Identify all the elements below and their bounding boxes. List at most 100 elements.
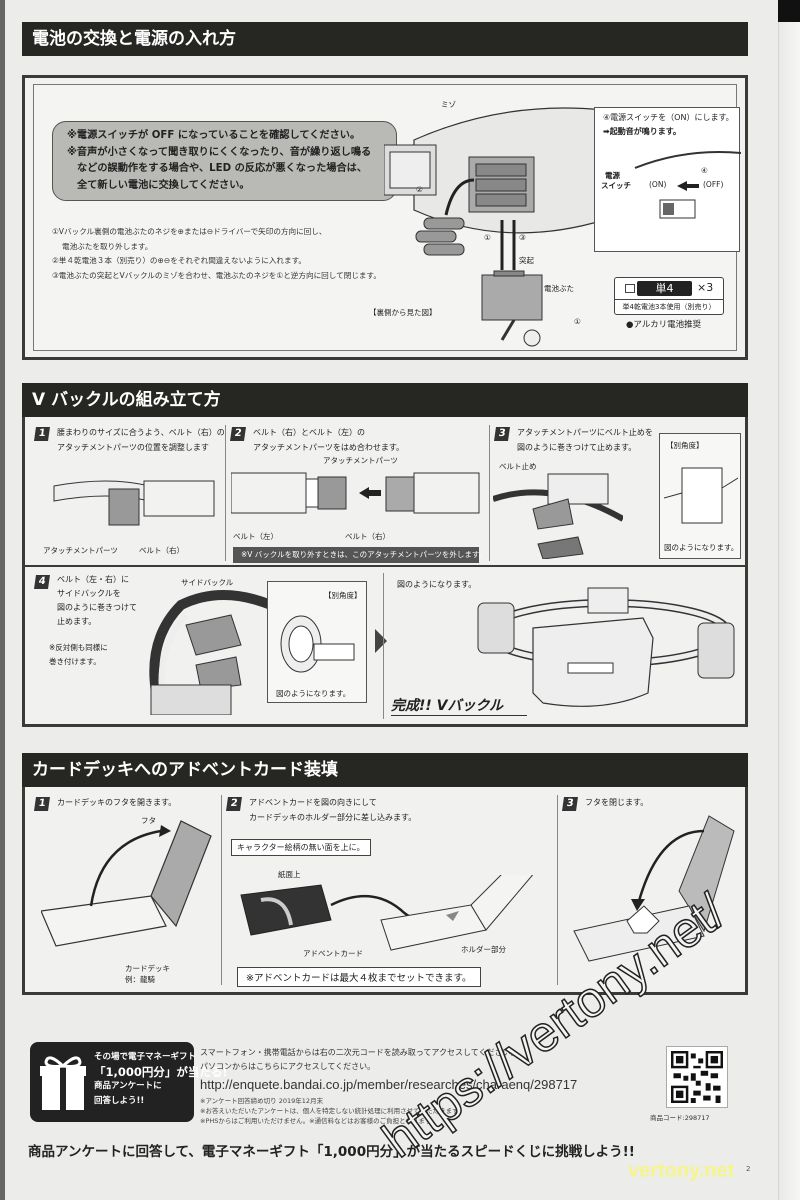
- label-step2-mark: ②: [416, 185, 423, 194]
- label-step3-mark: ③: [519, 233, 526, 242]
- step-text: ベルト（右）とベルト（左）の アタッチメントパーツをはめ合わせます。: [253, 425, 404, 455]
- label-belt-right: ベルト（右）: [139, 546, 184, 555]
- detach-note: ※V バックルを取り外すときは、このアタッチメントパーツを外します。: [233, 547, 486, 563]
- watermark-corner: vertony.net: [628, 1160, 735, 1182]
- next-arrow-icon: [375, 629, 387, 653]
- gift-line: 回答しよう!!: [94, 1095, 145, 1106]
- label-groove: ミゾ: [441, 100, 456, 109]
- label-line: カードデッキ: [125, 964, 170, 973]
- label-holder: ホルダー部分: [461, 945, 506, 954]
- step-text-line: ベルト（左・右）に: [57, 575, 129, 584]
- step-text-line: カードデッキのホルダー部分に差し込みます。: [249, 813, 417, 822]
- step-text-line: アドベントカードを図の向きにして: [249, 798, 377, 807]
- survey-phs-note: ※PHSからはご利用いただけません。※通信料などはお客様のご負担となります。: [200, 1117, 438, 1125]
- switch-label: 電源: [605, 171, 620, 180]
- row-divider: [25, 565, 745, 567]
- warning-box: ※電源スイッチが OFF になっていることを確認してください。 ※音声が小さくな…: [52, 121, 397, 201]
- step-number: 1: [34, 427, 50, 441]
- survey-privacy-note: ※お答えいただいたアンケートは、個人を特定しない統計処理に利用させていただきます…: [200, 1107, 465, 1115]
- belt-stop-alt-illustration: [664, 467, 738, 524]
- inset-caption: 図のようになります。: [276, 689, 351, 698]
- label-belt-left: ベルト（左）: [233, 532, 278, 541]
- card-limit-note: ※アドベントカードは最大４枚までセットできます。: [237, 967, 481, 987]
- step-text: ③電池ぶたの突起とVバックルのミゾを合わせ、電池ぶたのネジを①と逆方向に回して閉…: [52, 270, 381, 280]
- step-number: 2: [226, 797, 242, 811]
- battery-type: 単4: [637, 281, 692, 296]
- label-step1-screw: ①: [574, 317, 581, 326]
- alkaline-recommend: ●アルカリ電池推奨: [626, 320, 702, 330]
- battery-count: ×3: [697, 281, 714, 294]
- label-back-view: 【裏側から見た図】: [369, 308, 437, 317]
- section-title-battery: 電池の交換と電源の入れ方: [22, 22, 748, 56]
- inset-title: 【別角度】: [666, 441, 704, 450]
- section-battery: ※電源スイッチが OFF になっていることを確認してください。 ※音声が小さくな…: [22, 75, 748, 360]
- switch-instruction: ④電源スイッチを（ON）にします。: [603, 113, 734, 122]
- complete-caption: 完成!! Vバックル: [391, 695, 528, 716]
- label-card-deck: カードデッキ 例：龍騎: [125, 963, 170, 985]
- product-code: 商品コード:298717: [650, 1114, 710, 1122]
- page-number: 2: [746, 1165, 751, 1173]
- inset-caption: 図のようになります。: [664, 543, 739, 552]
- assembly-step-3: 3 アタッチメントパーツにベルト止めを 図のように巻きつけて止めます。 ベルト止…: [491, 421, 745, 566]
- qr-code[interactable]: [666, 1046, 728, 1108]
- step-text-line: 止めます。: [57, 617, 97, 626]
- step-text-line: 図のように巻きつけて: [57, 603, 137, 612]
- inset-alt-angle: 【別角度】 図のようになります。: [659, 433, 741, 559]
- section-title-assembly: V バックルの組み立て方: [22, 383, 748, 417]
- footer-promo-text: 商品アンケートに回答して、電子マネーギフト「1,000円分」が当たるスピードくじ…: [28, 1144, 635, 1160]
- card-insert-illustration: [240, 875, 534, 951]
- gift-line: 商品アンケートに: [94, 1081, 162, 1091]
- step-number: 3: [494, 427, 510, 441]
- label-advent-card: アドベントカード: [303, 949, 363, 958]
- warning-line: などの誤動作をする場合や、LED の反応が悪くなった場合は、: [77, 163, 368, 174]
- card-step-3: 3 フタを閉じます。: [559, 791, 743, 987]
- warning-line: ※電源スイッチが OFF になっていることを確認してください。: [67, 130, 361, 141]
- label-line: 例：龍騎: [125, 975, 155, 984]
- gift-line: その場で電子マネーギフト: [94, 1052, 197, 1062]
- gift-box-icon: [40, 1056, 86, 1110]
- section-card-loading: 1 カードデッキのフタを開きます。 フタ カードデッキ 例：龍騎 2 アドベント…: [22, 787, 748, 995]
- warning-line: ※音声が小さくなって聞き取りにくくなったり、音が繰り返し鳴る: [67, 146, 372, 158]
- warning-line: 全て新しい電池に交換してください。: [77, 179, 250, 191]
- switch-callout: ④電源スイッチを（ON）にします。 ➡起動音が鳴ります。 電源 スイッチ (ON…: [594, 107, 741, 252]
- label-battery-cover: 電池ぶた: [544, 284, 574, 293]
- survey-url-link[interactable]: http://enquete.bandai.co.jp/member/resea…: [200, 1077, 578, 1092]
- step-number: 4: [34, 575, 50, 589]
- battery-steps: ①Vバックル裏側の電池ぶたのネジを⊕または⊖ドライバーで矢印の方向に回し、 電池…: [52, 225, 381, 283]
- switch-label: スイッチ: [601, 181, 631, 190]
- switch-off-label: (OFF): [703, 180, 724, 189]
- step-text: アドベントカードを図の向きにして カードデッキのホルダー部分に差し込みます。: [249, 795, 416, 825]
- step-text-line: アタッチメントパーツの位置を調整します: [57, 443, 209, 452]
- note-line: 巻き付けます。: [49, 657, 101, 666]
- battery-spec-box: 単4 ×3 単4乾電池3本使用（別売り）: [614, 277, 724, 315]
- survey-pc-instruction: パソコンからはこちらにアクセスしてください。: [200, 1062, 376, 1071]
- divider: [383, 573, 384, 719]
- card-orientation-callout: キャラクター絵柄の無い面を上に。: [231, 839, 371, 856]
- result-caption: 図のようになります。: [397, 580, 477, 589]
- step-text-line: 図のように巻きつけて止めます。: [517, 443, 637, 452]
- step-text-line: アタッチメントパーツにベルト止めを: [517, 428, 653, 437]
- divider: [225, 425, 226, 561]
- step-text: 腰まわりのサイズに合うよう、ベルト（右）の アタッチメントパーツの位置を調整しま…: [57, 425, 225, 455]
- opposite-side-note: ※反対側も同様に 巻き付けます。: [49, 641, 108, 669]
- label-protrusion: 突起: [519, 256, 534, 265]
- survey-info: スマートフォン・携帯電話からは右の二次元コードを読み取ってアクセスしてください。…: [200, 1046, 577, 1126]
- label-belt-stop: ベルト止め: [499, 462, 537, 471]
- step-text-line: 腰まわりのサイズに合うよう、ベルト（右）の: [57, 428, 225, 437]
- qr-code-icon: [671, 1051, 723, 1103]
- step-number: 2: [230, 427, 246, 441]
- label-belt-right: ベルト（右）: [345, 532, 390, 541]
- label-side-buckle: サイドバックル: [181, 578, 234, 587]
- label-paper-up: 紙面上: [278, 870, 301, 879]
- inset-alt-angle: 【別角度】 図のようになります。: [267, 581, 367, 703]
- belt-connect-illustration: [231, 472, 480, 514]
- section-assembly: 1 腰まわりのサイズに合うよう、ベルト（右）の アタッチメントパーツの位置を調整…: [22, 417, 748, 727]
- step-text-line: アタッチメントパーツをはめ合わせます。: [253, 443, 405, 452]
- deck-open-illustration: [41, 820, 212, 947]
- page-binding-edge: [0, 0, 5, 1200]
- step-number: 3: [562, 797, 578, 811]
- side-buckle-alt-illustration: [280, 615, 355, 673]
- divider: [557, 795, 558, 985]
- switch-on-label: (ON): [649, 180, 667, 189]
- buckle-back-illustration: [384, 107, 605, 347]
